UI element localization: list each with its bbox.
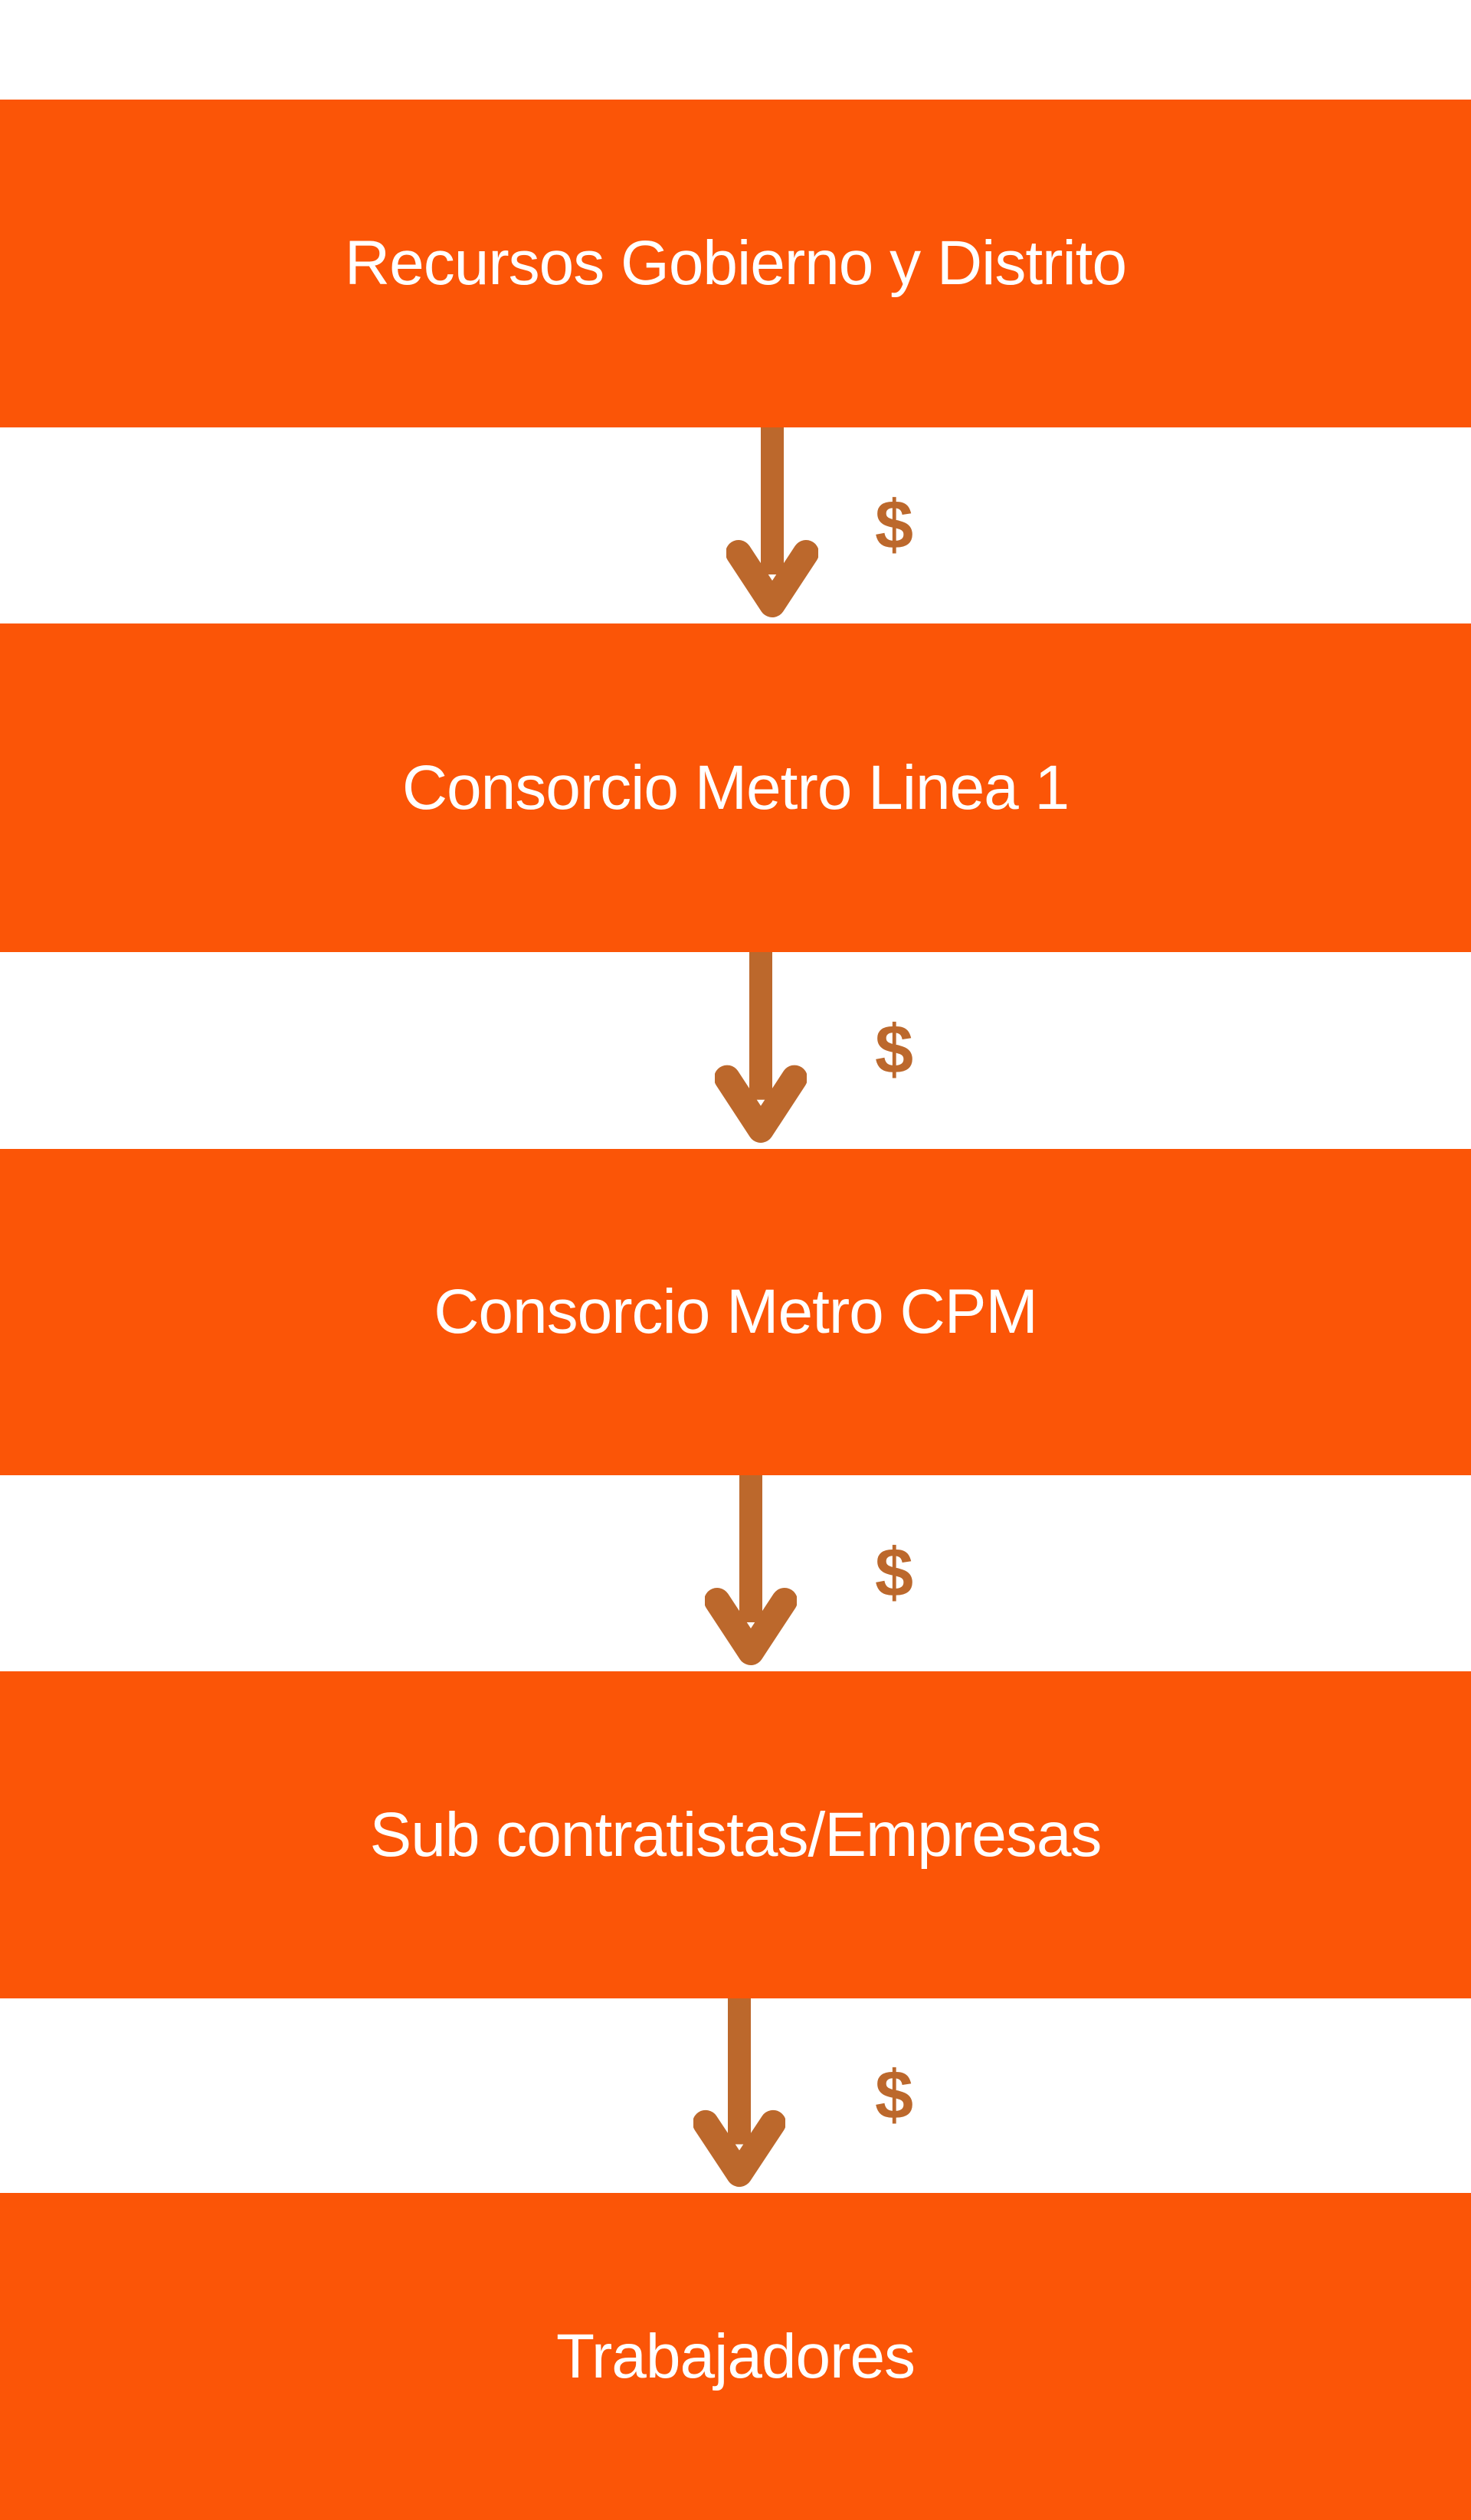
node-recursos-gobierno-distrito: Recursos Gobierno y Distrito <box>0 100 1471 427</box>
flow-connector <box>705 1475 797 1671</box>
flow-connector <box>693 1998 785 2193</box>
node-subcontratistas-empresas: Sub contratistas/Empresas <box>0 1671 1471 1998</box>
node-label: Trabajadores <box>555 2321 916 2391</box>
down-arrow-icon <box>705 1475 797 1665</box>
node-consorcio-metro-linea-1: Consorcio Metro Linea 1 <box>0 623 1471 952</box>
down-arrow-icon <box>726 427 818 617</box>
node-consorcio-metro-cpm: Consorcio Metro CPM <box>0 1149 1471 1475</box>
node-label: Consorcio Metro Linea 1 <box>401 752 1070 823</box>
node-label: Recursos Gobierno y Distrito <box>344 228 1127 298</box>
dollar-sign: $ <box>874 1535 914 1612</box>
flow-connector <box>715 952 807 1149</box>
dollar-sign: $ <box>874 1012 914 1088</box>
dollar-sign: $ <box>874 487 914 564</box>
flow-connector <box>726 427 818 623</box>
down-arrow-icon <box>693 1998 785 2188</box>
node-label: Consorcio Metro CPM <box>434 1277 1038 1347</box>
dollar-sign: $ <box>874 2057 914 2134</box>
down-arrow-icon <box>715 952 807 1143</box>
node-trabajadores: Trabajadores <box>0 2193 1471 2520</box>
node-label: Sub contratistas/Empresas <box>369 1799 1102 1870</box>
